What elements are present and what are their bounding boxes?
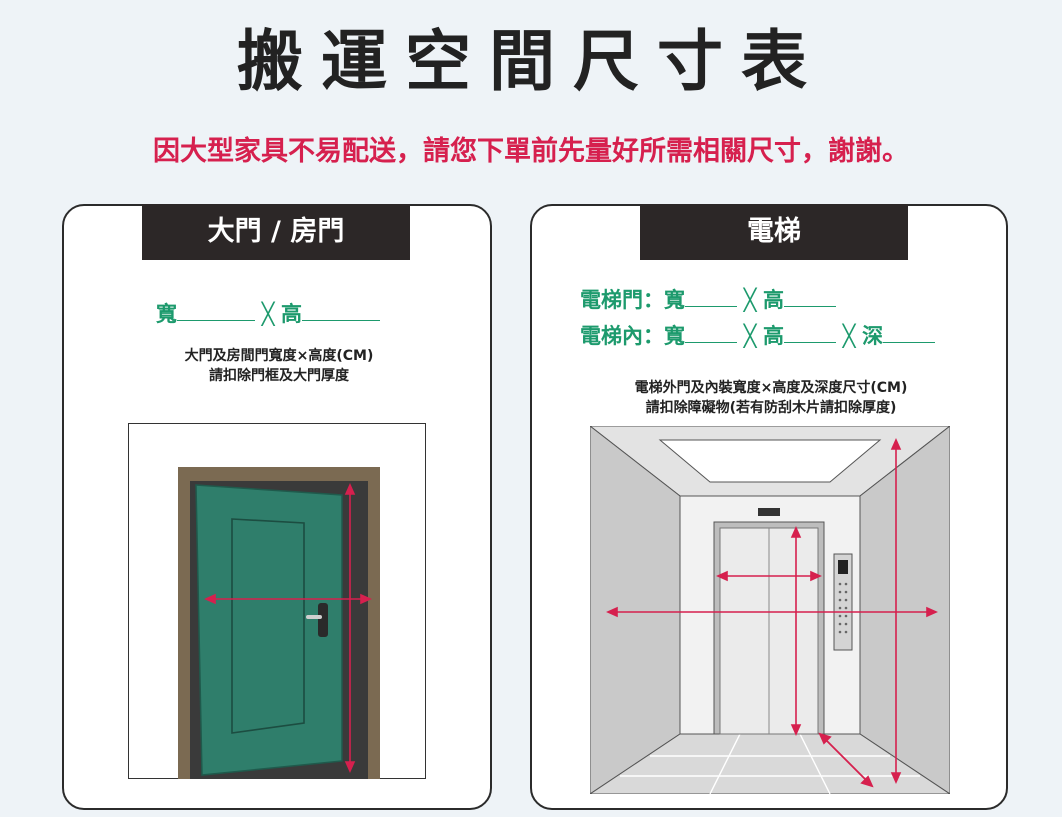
elevator-door-row-label: 電梯門：寬 [580, 288, 685, 312]
elevator-door-field: 電梯門：寬 ╳ 高 [580, 284, 837, 315]
elevator-note-line-1: 電梯外門及內裝寬度×高度及深度尺寸(CM) [634, 380, 908, 396]
door-width-arrow [204, 593, 372, 605]
door-width-blank[interactable] [177, 298, 255, 321]
page-title: 搬運空間尺寸表 [237, 23, 825, 100]
door-width-label: 寬 [156, 302, 177, 326]
elevator-note-line-2: 請扣除障礙物(若有防刮木片請扣除厚度) [645, 400, 897, 416]
door-times-sign: ╳ [261, 302, 275, 326]
elevator-illustration [590, 426, 950, 794]
elevator-inner-height-blank[interactable] [784, 320, 837, 343]
elevator-door-height-label: 高 [763, 288, 785, 312]
page-subtitle: 因大型家具不易配送，請您下單前先量好所需相關尺寸，謝謝。 [153, 136, 909, 167]
elevator-button-panel-icon [833, 553, 853, 651]
elevator-door-height-arrow [790, 526, 802, 736]
door-height-blank[interactable] [302, 298, 381, 321]
door-note-line-2: 請扣除門框及大門厚度 [209, 368, 349, 384]
elevator-inner-times-2: ╳ [842, 324, 856, 348]
elevator-door-height-blank[interactable] [784, 284, 837, 307]
door-handle-icon [318, 603, 328, 637]
door-illustration [128, 423, 426, 779]
elevator-card: 電梯 電梯門：寬 ╳ 高 電梯內：寬 ╳ 高 ╳ 深 電梯外門及內裝寬度×高度及… [530, 204, 1008, 810]
elevator-inner-height-arrow [890, 438, 902, 784]
elevator-inner-height-label: 高 [763, 324, 785, 348]
elevator-door-times: ╳ [743, 288, 757, 312]
door-height-arrow [344, 483, 356, 773]
door-card: 大門 / 房門 寬 ╳ 高 大門及房間門寬度×高度(CM) 請扣除門框及大門厚度 [62, 204, 492, 810]
elevator-door-width-blank[interactable] [685, 284, 737, 307]
door-height-label: 高 [281, 302, 303, 326]
elevator-door-width-arrow [716, 570, 822, 582]
door-note: 大門及房間門寬度×高度(CM) 請扣除門框及大門厚度 [104, 346, 454, 386]
elevator-inner-depth-label: 深 [862, 324, 884, 348]
elevator-note: 電梯外門及內裝寬度×高度及深度尺寸(CM) 請扣除障礙物(若有防刮木片請扣除厚度… [572, 378, 970, 418]
elevator-inner-depth-blank[interactable] [883, 320, 936, 343]
ceiling-light [658, 439, 882, 483]
door-note-line-1: 大門及房間門寬度×高度(CM) [184, 348, 374, 364]
door-card-header: 大門 / 房門 [142, 204, 410, 260]
elevator-inner-width-blank[interactable] [685, 320, 737, 343]
elevator-inner-row-label: 電梯內：寬 [580, 324, 685, 348]
door-size-field: 寬 ╳ 高 [156, 298, 381, 329]
elevator-inner-field: 電梯內：寬 ╳ 高 ╳ 深 [580, 320, 936, 351]
elevator-inner-width-arrow [606, 606, 938, 618]
elevator-depth-arrow [818, 732, 874, 788]
elevator-card-header: 電梯 [640, 204, 908, 260]
floor-indicator [758, 508, 780, 516]
elevator-inner-times-1: ╳ [743, 324, 757, 348]
